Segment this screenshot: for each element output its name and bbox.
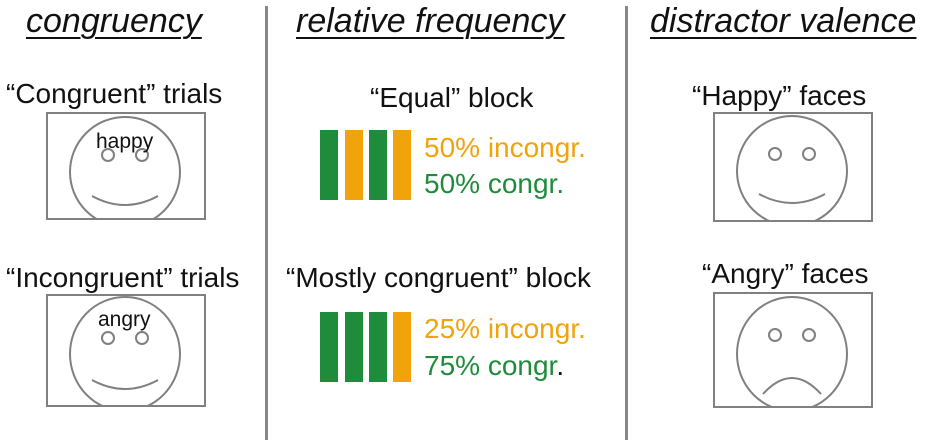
bar-congruent	[345, 312, 363, 382]
bar-congruent	[320, 312, 338, 382]
bar-incongruent	[393, 312, 411, 382]
incongruent-face-frame	[46, 294, 206, 407]
incongruent-trials-label: “Incongruent” trials	[6, 262, 240, 293]
incongruent-distractor-word: angry	[98, 308, 151, 331]
equal-congruent-percent: 50% congr.	[424, 168, 565, 199]
distractor-valence-heading: distractor valence	[650, 2, 917, 40]
mostly-incongruent-percent: 25% incongr.	[424, 313, 586, 344]
happy-faces-label: “Happy” faces	[692, 80, 867, 111]
congruent-distractor-word: happy	[96, 130, 154, 153]
mostly-congruent-percent: 75% congr	[424, 350, 557, 381]
happy-face-frame	[713, 112, 873, 222]
congruency-heading: congruency	[26, 2, 202, 40]
divider-left	[265, 6, 268, 440]
angry-face-frame	[713, 292, 873, 408]
bar-congruent	[369, 312, 387, 382]
bar-congruent	[369, 130, 387, 200]
angry-faces-label: “Angry” faces	[702, 258, 869, 289]
equal-incongruent-percent: 50% incongr.	[424, 132, 586, 163]
bar-congruent	[320, 130, 338, 200]
congruent-face-frame	[46, 112, 206, 220]
equal-block-bars	[320, 130, 420, 202]
mostly-congruent-block-label: “Mostly congruent” block	[286, 262, 592, 293]
mostly-congruent-percent-line: 75% congr.	[424, 350, 564, 382]
congruent-trials-label: “Congruent” trials	[6, 78, 223, 109]
equal-block-label: “Equal” block	[370, 82, 534, 113]
relative-frequency-heading: relative frequency	[296, 2, 565, 40]
bar-incongruent	[345, 130, 363, 200]
divider-right	[625, 6, 628, 440]
mostly-congruent-block-bars	[320, 312, 420, 384]
mostly-congruent-period: .	[556, 350, 565, 381]
bar-incongruent	[393, 130, 411, 200]
